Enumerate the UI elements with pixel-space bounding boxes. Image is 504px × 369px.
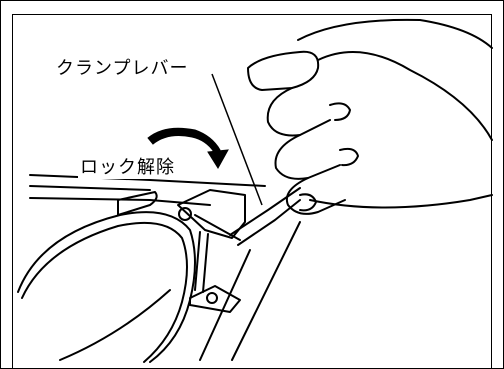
ring-outer bbox=[17, 211, 196, 363]
base-plate bbox=[189, 285, 241, 313]
lock-release-label: ロック解除 bbox=[78, 157, 177, 179]
post-right bbox=[231, 221, 301, 361]
hand-back bbox=[297, 18, 493, 49]
hand-palm bbox=[317, 51, 493, 141]
clamp-lever-label: クランプレバー bbox=[56, 58, 189, 80]
lever-rod-2 bbox=[237, 199, 301, 246]
post-link-2 bbox=[202, 233, 209, 293]
hand-wrist bbox=[309, 194, 493, 209]
fingernail-2 bbox=[339, 147, 359, 167]
lever-rod-1 bbox=[229, 187, 301, 236]
post-link bbox=[194, 231, 201, 291]
fingernail-1 bbox=[329, 102, 351, 121]
clamp-arm-bottom bbox=[29, 197, 211, 206]
fingernail-3 bbox=[299, 193, 317, 212]
clamp-arm-top bbox=[29, 174, 266, 187]
base-bolt bbox=[206, 292, 218, 304]
mechanism-bolt bbox=[178, 207, 192, 221]
ring-inner bbox=[21, 221, 188, 363]
ring-arc bbox=[59, 289, 171, 361]
finger-2 bbox=[274, 134, 341, 180]
rotation-arrow bbox=[147, 127, 229, 169]
finger-1 bbox=[266, 87, 331, 137]
clamp-hook bbox=[117, 191, 158, 216]
finger-3 bbox=[286, 177, 346, 215]
mechanism-bracket bbox=[177, 189, 246, 239]
inner-border-right bbox=[491, 14, 492, 369]
leader-line bbox=[211, 73, 263, 206]
clamp-arm-body bbox=[29, 185, 151, 191]
inner-border-left bbox=[12, 14, 13, 369]
post-left bbox=[199, 249, 251, 361]
hand-thumb bbox=[247, 50, 320, 91]
inner-border-top bbox=[12, 14, 492, 15]
mechanism-link bbox=[194, 214, 241, 241]
